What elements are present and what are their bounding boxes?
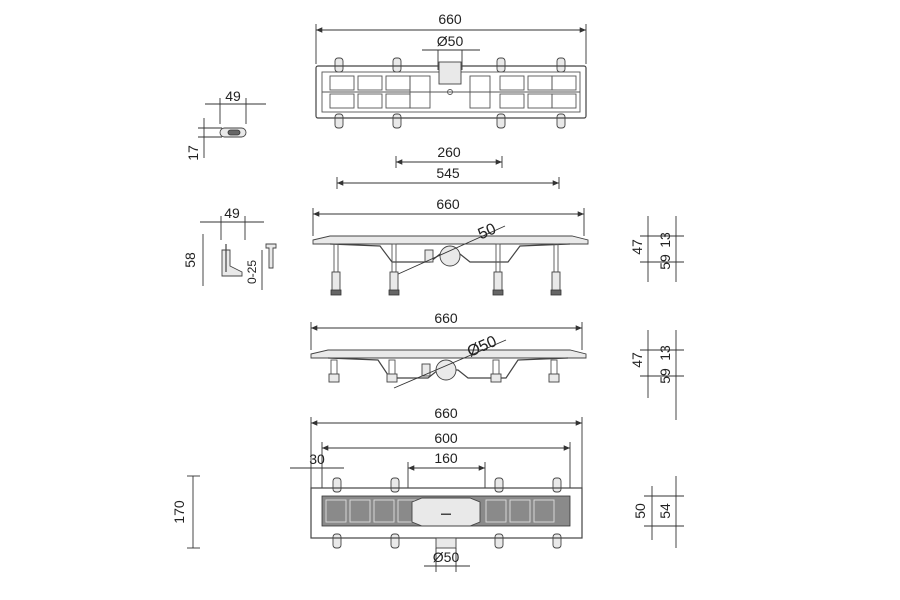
foot-base bbox=[492, 289, 504, 296]
outlet-bottom bbox=[435, 537, 457, 549]
short-feet-s2 bbox=[328, 359, 560, 383]
grate-cell bbox=[551, 93, 577, 109]
screw-detail bbox=[265, 243, 277, 269]
grate-cell bbox=[385, 93, 411, 109]
dim-label-30: 30 bbox=[309, 451, 325, 467]
grate-cell bbox=[551, 75, 577, 91]
grate-cell bbox=[329, 75, 355, 91]
dim-label-54-bottom: 54 bbox=[657, 503, 673, 519]
dim-label-600: 600 bbox=[434, 430, 458, 446]
dim-label-13-s2: 13 bbox=[657, 345, 673, 361]
top-view: 660 Ø50 bbox=[315, 11, 587, 129]
dim-label-49-clip: 49 bbox=[225, 88, 241, 104]
section-view-2: 660 Ø50 47 59 13 bbox=[310, 310, 684, 420]
foot-base bbox=[330, 289, 342, 296]
dim-label-59-s1: 59 bbox=[657, 254, 673, 270]
dim-label-545: 545 bbox=[436, 165, 460, 181]
leader-50-s1 bbox=[395, 225, 506, 276]
adjustable-feet-s1 bbox=[330, 243, 562, 296]
foot-base bbox=[550, 289, 562, 296]
outlet-pipe-s1 bbox=[439, 245, 461, 267]
dim-label-660-bottom: 660 bbox=[434, 405, 458, 421]
outlet-box-s2 bbox=[421, 363, 431, 377]
dim-label-49-foot: 49 bbox=[224, 205, 240, 221]
dim-label-d50-top: Ø50 bbox=[437, 33, 464, 49]
foot-detail: 49 58 0-25 bbox=[182, 205, 277, 290]
clip-detail: 49 17 bbox=[185, 88, 266, 161]
grate-cell bbox=[527, 93, 553, 109]
logo-plate bbox=[411, 497, 481, 527]
grate-cell bbox=[527, 75, 553, 91]
dim-label-50-s1: 50 bbox=[476, 220, 499, 243]
grate-cell bbox=[499, 93, 525, 109]
dim-label-0-25: 0-25 bbox=[245, 260, 259, 284]
bottom-view: 660 600 30 160 170 ▬▬ bbox=[171, 405, 684, 572]
foot-pad bbox=[328, 373, 340, 383]
foot-base bbox=[388, 289, 400, 296]
dim-label-d50-bottom: Ø50 bbox=[433, 549, 460, 565]
grate-cell bbox=[357, 93, 383, 109]
foot-pad bbox=[490, 373, 502, 383]
foot-rod bbox=[391, 243, 397, 273]
dim-label-660-top: 660 bbox=[438, 11, 462, 27]
grate-cell bbox=[499, 75, 525, 91]
foot-pad bbox=[548, 373, 560, 383]
logo-mark: ▬▬ bbox=[441, 511, 451, 517]
foot-rod bbox=[333, 243, 339, 273]
foot-pad bbox=[386, 373, 398, 383]
leader-d50-s2 bbox=[393, 339, 507, 389]
dim-label-13-s1: 13 bbox=[657, 232, 673, 248]
clip-slot bbox=[227, 129, 241, 136]
grate-cell bbox=[329, 93, 355, 109]
dim-label-58-foot: 58 bbox=[182, 252, 198, 268]
grate-cell bbox=[357, 75, 383, 91]
dim-label-660-s2: 660 bbox=[434, 310, 458, 326]
foot-rod bbox=[553, 243, 559, 273]
grate-slots-bottom bbox=[325, 499, 555, 523]
dim-label-47-s1: 47 bbox=[629, 239, 645, 255]
grate-cell bbox=[385, 75, 411, 91]
channel-flange-s2 bbox=[310, 349, 587, 359]
section-view-1: 260 545 660 50 47 59 13 bbox=[312, 144, 684, 296]
outlet-top bbox=[438, 61, 462, 85]
dim-label-17-clip: 17 bbox=[185, 145, 201, 161]
outlet-hole-top bbox=[447, 89, 453, 95]
dim-label-47-s2: 47 bbox=[629, 352, 645, 368]
grate-pattern-top bbox=[322, 75, 580, 109]
dim-label-50-bottom: 50 bbox=[632, 503, 648, 519]
foot-bracket bbox=[221, 249, 243, 277]
grate-slot bbox=[325, 499, 347, 523]
dim-label-660-s1: 660 bbox=[436, 196, 460, 212]
dim-label-160: 160 bbox=[434, 450, 458, 466]
grate-slot bbox=[349, 499, 371, 523]
grate-slot bbox=[533, 499, 555, 523]
outlet-box-s1 bbox=[424, 249, 434, 263]
dim-label-59-s2: 59 bbox=[657, 368, 673, 384]
grate-slot bbox=[485, 499, 507, 523]
dim-label-260: 260 bbox=[437, 144, 461, 160]
dim-label-170: 170 bbox=[171, 500, 187, 524]
foot-rod bbox=[495, 243, 501, 273]
grate-slot bbox=[509, 499, 531, 523]
channel-flange-s1 bbox=[312, 235, 589, 245]
grate-slot bbox=[373, 499, 395, 523]
